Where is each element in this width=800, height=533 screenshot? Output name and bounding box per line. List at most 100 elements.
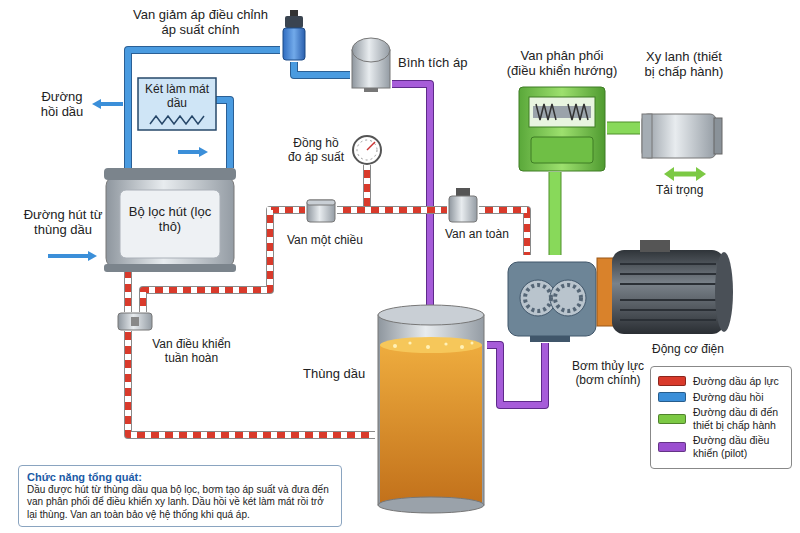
load-arrow-part	[672, 172, 698, 177]
body-text: Dầu được hút từ thùng dầu qua bộ lọc, bơ…	[27, 484, 333, 522]
suction-filter-art-part	[106, 176, 234, 268]
oil-tank-art-part	[380, 345, 482, 503]
flow-arrows-part	[100, 102, 123, 106]
check-valve-art-part	[307, 200, 335, 205]
pipe-stroke	[128, 331, 375, 435]
oil-tank-art-part	[471, 342, 474, 345]
safety-valve-art-part	[456, 188, 470, 196]
directional-valve-art-part	[568, 104, 588, 120]
legend-swatch	[658, 442, 686, 452]
component-label: Đồng hồ đo áp suất	[286, 137, 346, 165]
relief-valve-art-part	[285, 16, 303, 28]
directional-valve-art-part	[529, 97, 595, 127]
load-arrow-part	[664, 167, 674, 181]
pipe-line	[128, 331, 375, 435]
directional-valve-art-part	[531, 137, 593, 163]
component-label: Van an toàn	[445, 228, 509, 242]
motor-art-part	[620, 299, 716, 301]
relief-valve-art-part	[283, 28, 305, 60]
motor-art-part	[597, 258, 613, 326]
legend-text: Đường dầu hồi	[693, 391, 764, 404]
pipe-stroke	[337, 207, 447, 213]
circulation-valve: Van điều khiển tuần hoàn	[118, 312, 152, 331]
motor-art-part	[620, 263, 716, 265]
pipe-stroke	[392, 84, 430, 305]
check-valve-art-part	[307, 200, 335, 222]
flow-arrows-part	[48, 254, 89, 258]
suction-filter-art	[104, 168, 236, 272]
pipe-stroke	[487, 343, 545, 405]
pressure-gauge-art-part	[353, 136, 381, 164]
pipe-stroke	[607, 122, 640, 135]
directional-valve: Van phân phối (điều khiển hướng)	[517, 85, 607, 172]
cylinder-art	[642, 114, 722, 158]
oil-tank-art-part	[426, 345, 430, 349]
motor-art-part	[715, 252, 733, 332]
pump-art-part	[530, 336, 570, 342]
flow-arrows-part	[88, 251, 97, 261]
motor-art-part	[620, 273, 716, 275]
pipe-stroke	[125, 272, 131, 312]
oil-tank-art-part	[380, 337, 482, 353]
legend-row: Đường dầu áp lực	[658, 375, 784, 388]
component-label: Thùng dầu	[303, 367, 365, 382]
accumulator-art-part	[352, 38, 390, 62]
pipe-stroke	[487, 343, 545, 405]
pipe-line	[128, 272, 129, 312]
suction-filter-art-part	[104, 168, 236, 180]
pipe-stroke	[216, 100, 230, 168]
hydraulic-cylinder: Xy lanh (thiết bị chấp hành)	[640, 112, 724, 166]
motor-art-part	[620, 309, 716, 311]
oil-tank-art	[378, 305, 484, 513]
suction-filter-art-part	[120, 190, 220, 258]
component-label: Xy lanh (thiết bị chấp hành)	[622, 50, 746, 80]
safety-valve-art	[449, 188, 477, 222]
pipe-stroke	[128, 331, 375, 435]
pipe-line	[487, 343, 545, 405]
line-label: Đường hút từ thùng dầu	[22, 208, 104, 238]
oil-cooler-art-part	[150, 116, 204, 124]
oil-tank: Thùng dầu	[375, 305, 487, 515]
component-label: Động cơ điện	[652, 343, 724, 357]
oil-tank-art-part	[460, 345, 464, 349]
safety-valve: Van an toàn	[447, 188, 479, 224]
pipe-stroke	[337, 165, 367, 210]
pressure-gauge: Đồng hồ đo áp suất	[352, 135, 382, 165]
pipe-stroke	[125, 272, 131, 312]
legend-text: Đường dầu điều khiển (pilot)	[693, 434, 784, 459]
line-label: Tải trọng	[656, 184, 703, 198]
pipe-line	[337, 165, 367, 210]
load-arrow	[664, 167, 706, 181]
circulation-valve-art	[118, 313, 152, 330]
pipe-stroke	[550, 172, 561, 255]
pipe-stroke	[294, 62, 350, 75]
pipe-stroke	[337, 165, 367, 210]
oil-tank-art-part	[378, 497, 484, 513]
motor-art-part	[612, 250, 724, 334]
legend-text: Đường dầu áp lực	[693, 375, 779, 388]
suction-filter: Bộ lọc hút (lọc thô)	[100, 168, 240, 272]
pump-art	[508, 262, 596, 342]
electric-motor: Động cơ điện	[597, 240, 734, 335]
relief-valve-art-part	[290, 10, 298, 16]
oil-cooler-art	[138, 78, 216, 130]
pipe-line	[555, 172, 556, 255]
hydraulic-pump: Bơm thủy lực (bơm chính)	[505, 255, 597, 343]
oil-tank-art-part	[378, 315, 484, 505]
pipe-stroke	[124, 272, 132, 312]
legend-row: Đường dầu đi đến thiết bị chấp hành	[658, 406, 784, 431]
check-valve-art	[307, 200, 335, 222]
safety-valve-art-part	[449, 196, 477, 222]
pipe-stroke	[128, 50, 280, 168]
component-label: Bơm thủy lực (bơm chính)	[567, 360, 649, 388]
pipe-stroke	[392, 84, 430, 305]
component-label: Bình tích áp	[398, 56, 467, 71]
line-label: Đường hồi dầu	[36, 90, 88, 120]
legend-text: Đường dầu đi đến thiết bị chấp hành	[693, 406, 784, 431]
caption-box: Chức năng tổng quát:Dầu được hút từ thùn…	[18, 465, 342, 527]
pipe-line	[392, 84, 430, 305]
pipe-stroke	[128, 50, 280, 168]
oil-tank-art-part	[393, 344, 397, 348]
